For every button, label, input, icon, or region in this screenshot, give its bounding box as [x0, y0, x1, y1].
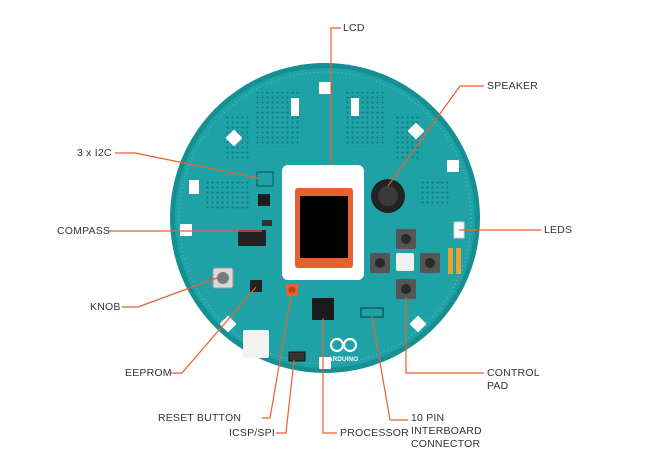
label-interboard-connector: 10 PIN INTERBOARD CONNECTOR	[411, 412, 482, 451]
control-pad	[370, 229, 440, 299]
knob	[212, 267, 234, 289]
label-leds: LEDS	[544, 224, 573, 236]
label-lcd: LCD	[343, 22, 365, 34]
label-interboard-line3: CONNECTOR	[411, 438, 481, 450]
arduino-wordmark: ARDUINO	[328, 356, 358, 363]
label-reset-button: RESET BUTTON	[158, 412, 242, 424]
icsp-header	[288, 351, 306, 362]
i2c-connectors	[256, 171, 274, 206]
eeprom-chip	[250, 280, 262, 292]
label-knob: KNOB	[90, 301, 121, 313]
leader-interboard	[371, 315, 408, 421]
label-speaker: SPEAKER	[487, 80, 539, 92]
label-interboard-line2: INTERBOARD	[411, 425, 482, 437]
leader-speaker	[387, 85, 484, 187]
leader-lcd	[330, 27, 341, 165]
leader-lines	[108, 27, 541, 434]
lcd-module	[282, 165, 364, 280]
arduino-logo: ARDUINO	[328, 337, 358, 363]
label-i2c: 3 x I2C	[77, 147, 112, 159]
label-eeprom: EEPROM	[125, 367, 172, 379]
speaker	[371, 179, 405, 213]
label-compass: COMPASS	[57, 225, 111, 237]
leader-knob	[122, 277, 218, 308]
processor-chip	[312, 298, 334, 320]
label-interboard-line1: 10 PIN	[411, 412, 445, 424]
edge-connectors	[180, 82, 459, 369]
leader-processor	[322, 318, 337, 434]
reset-button	[286, 284, 298, 296]
circular-board: ARDUINO	[170, 63, 480, 373]
label-control-pad-line2: PAD	[487, 380, 509, 392]
leader-reset-button	[262, 290, 293, 419]
label-icsp-spi: ICSP/SPI	[229, 427, 275, 439]
label-control-pad: CONTROL PAD	[487, 367, 540, 393]
label-processor: PROCESSOR	[340, 427, 409, 439]
label-control-pad-line1: CONTROL	[487, 367, 540, 379]
leader-i2c	[115, 152, 259, 179]
compass-chip	[238, 220, 272, 246]
leader-eeprom	[170, 286, 257, 374]
leader-control-pad	[405, 297, 484, 374]
leader-icsp	[276, 359, 295, 434]
